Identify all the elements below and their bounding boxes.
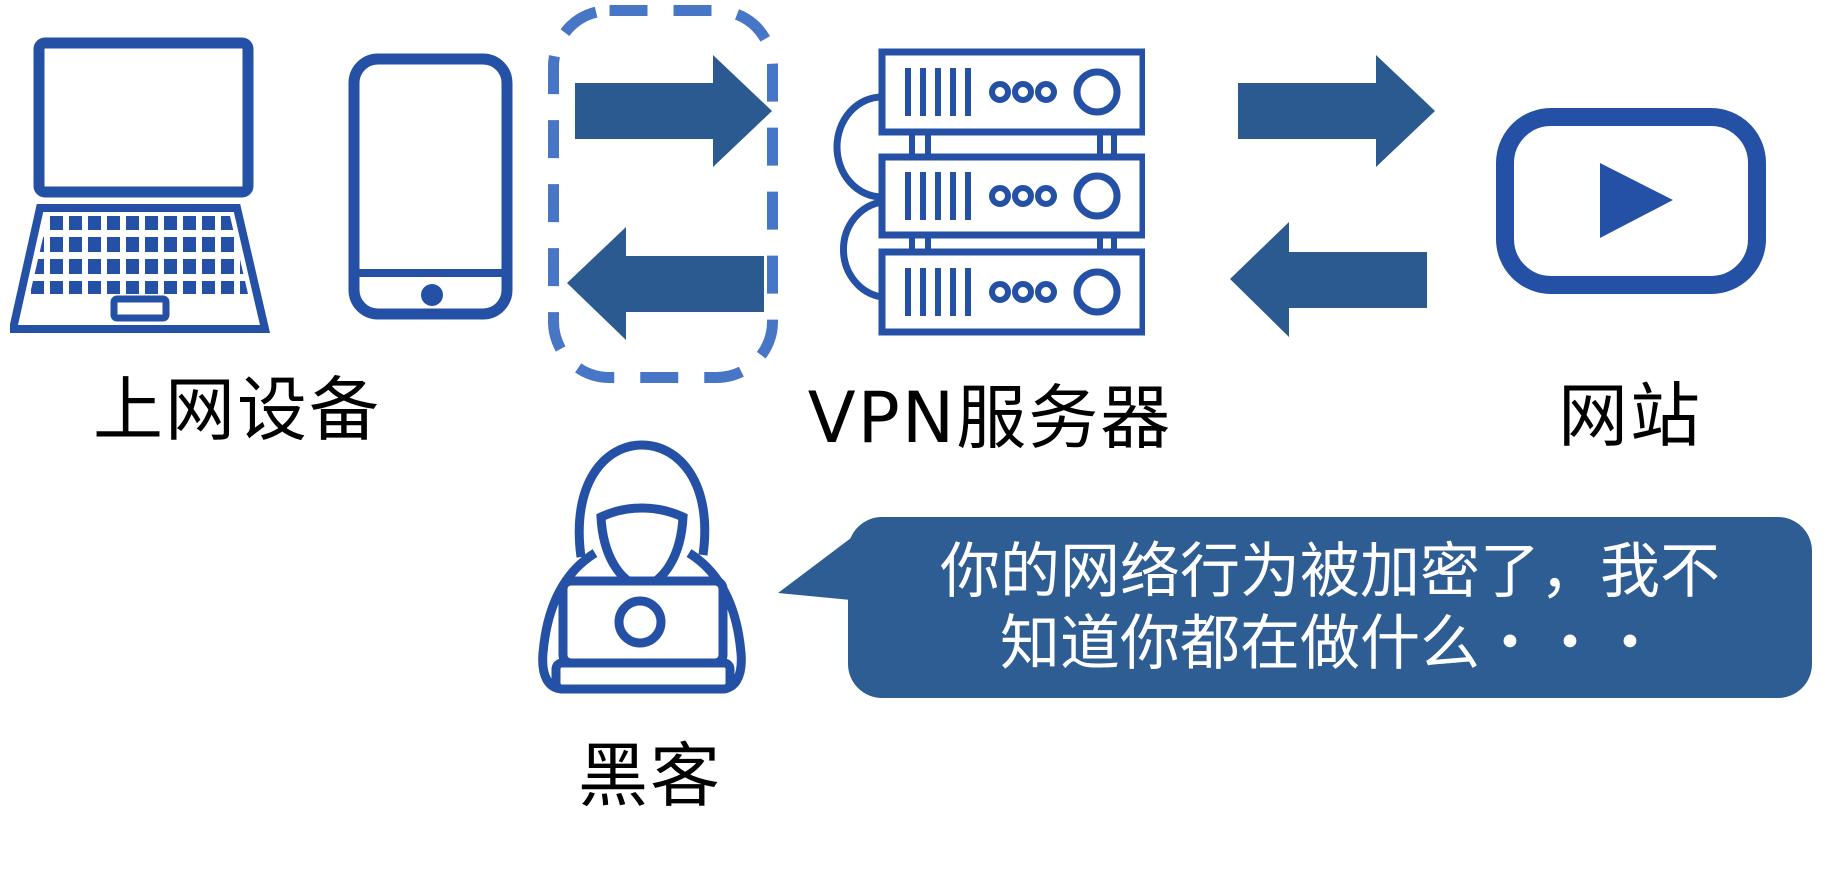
- smartphone-icon: [348, 53, 513, 320]
- arrow-right-icon: [575, 55, 772, 167]
- dashed-tunnel-box: [548, 5, 778, 383]
- devices-label: 上网设备: [93, 369, 381, 451]
- server-unit-2: [878, 153, 1145, 239]
- server-unit-3: [878, 248, 1145, 336]
- arrow-left-icon: [567, 227, 764, 340]
- play-icon: [1600, 163, 1673, 238]
- server-unit-1: [878, 48, 1145, 136]
- website-label: 网站: [1558, 375, 1702, 457]
- video-site-play-icon: [1496, 108, 1766, 294]
- vpn-server-label: VPN服务器: [807, 377, 1173, 459]
- arrow-left-icon: [1230, 222, 1427, 337]
- server-stack-icon: [833, 48, 1145, 336]
- hacker-laptop-icon: [538, 440, 746, 694]
- speech-bubble-tail: [778, 538, 851, 600]
- hacker-label: 黑客: [578, 735, 722, 817]
- arrow-right-icon: [1238, 55, 1435, 167]
- bubble-line-2: 知道你都在做什么・・・: [1000, 608, 1660, 679]
- laptop-icon: [10, 37, 271, 333]
- bubble-line-1: 你的网络行为被加密了，我不: [940, 536, 1720, 607]
- speech-bubble: 你的网络行为被加密了，我不 知道你都在做什么・・・: [848, 517, 1812, 698]
